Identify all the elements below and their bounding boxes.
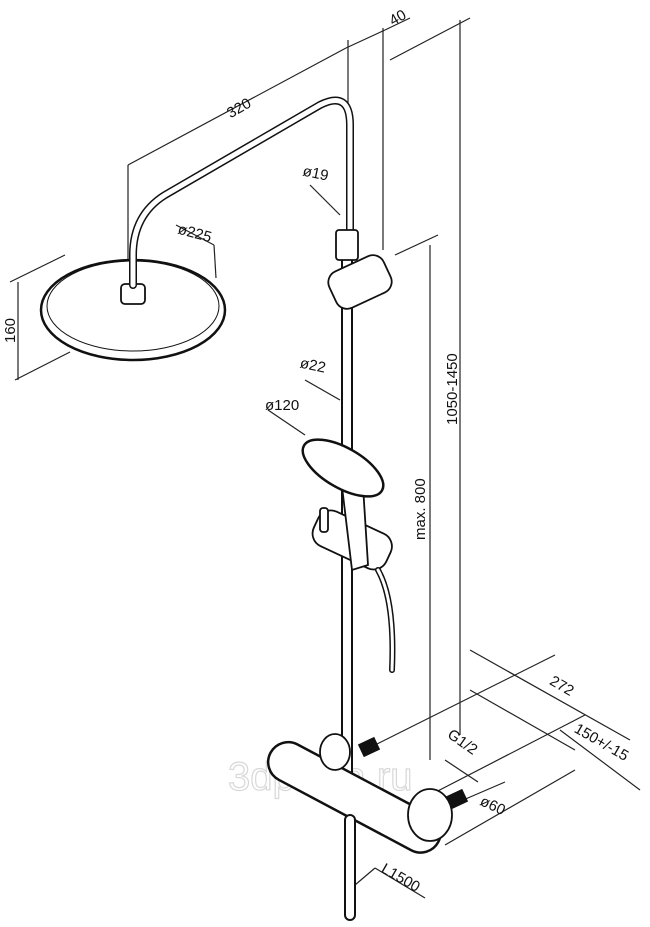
dim-slider-range: max. 800 bbox=[412, 478, 429, 540]
dim-total-height: 1050-1450 bbox=[444, 353, 461, 425]
thermostatic-mixer bbox=[266, 733, 469, 921]
dim-handshower-diameter: ø120 bbox=[265, 397, 299, 414]
dim-eccentric-diameter: ø60 bbox=[477, 793, 508, 819]
dim-hose-length: L1500 bbox=[378, 860, 423, 896]
dimension-lines bbox=[9, 17, 641, 899]
dim-arm-diameter: ø19 bbox=[301, 163, 330, 185]
dim-connection-spacing: 150+/-15 bbox=[571, 720, 631, 765]
overhead-arm bbox=[129, 96, 354, 289]
dim-head-height: 160 bbox=[2, 318, 19, 343]
dim-head-diameter: ø225 bbox=[176, 221, 213, 246]
dim-offset: 40 bbox=[386, 6, 409, 29]
hand-shower bbox=[301, 438, 396, 673]
dim-thread: G1/2 bbox=[444, 726, 480, 759]
dim-arm-length: 320 bbox=[224, 95, 254, 122]
dim-rail-diameter: ø22 bbox=[298, 355, 327, 377]
